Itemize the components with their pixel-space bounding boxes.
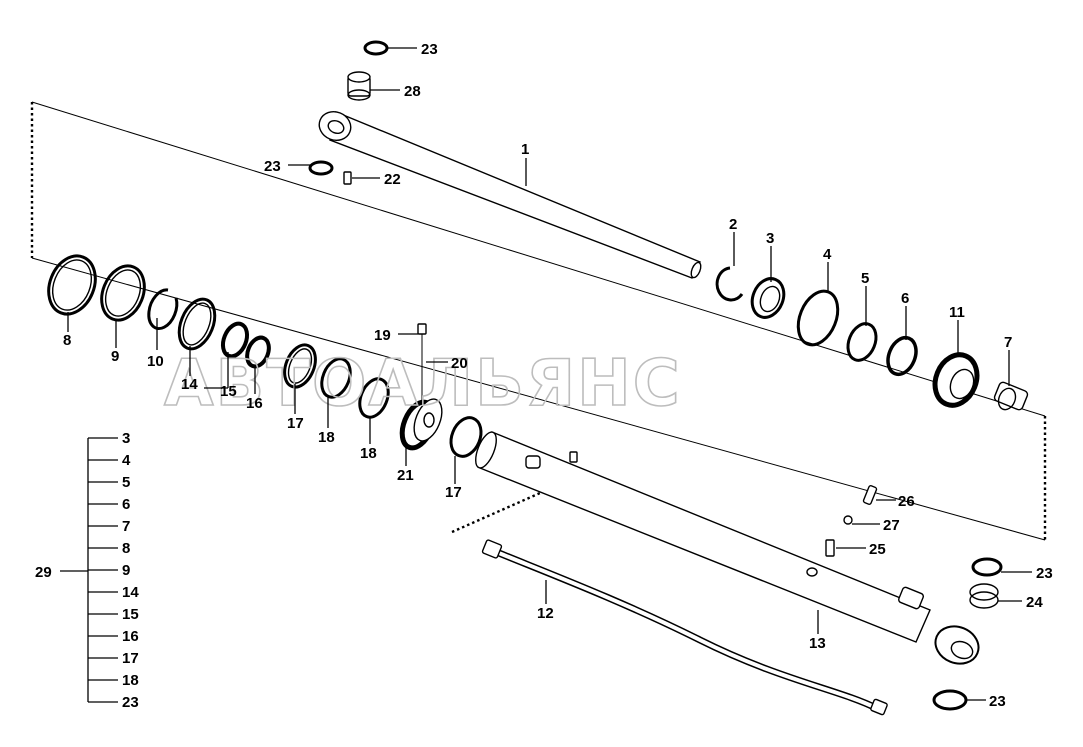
callout-12: 12 [537,605,554,622]
callout-3: 3 [766,230,774,247]
piston [399,398,443,451]
callout-23-eye-bottom: 23 [989,693,1006,710]
kit-item-label: 8 [122,540,130,557]
watermark: АВТОАЛЬЯНС [164,347,682,421]
callout-16: 16 [246,395,263,412]
callout-26: 26 [898,493,915,510]
callout-6: 6 [901,290,909,307]
kit-item-label: 14 [122,584,139,601]
callout-14: 14 [181,376,198,393]
callout-23-top: 23 [421,41,438,58]
kit-item-label: 6 [122,496,130,513]
kit-item-label: 15 [122,606,139,623]
rod-eye-bushing [347,71,371,101]
kit-item-list: 3 4 5 6 7 8 9 14 15 16 17 18 23 [88,430,139,711]
o-ring-eye-bottom [932,689,968,711]
pipe-clamp [806,485,878,577]
callout-labels: 23 28 23 22 1 2 3 4 5 6 11 7 8 9 10 14 1… [63,41,1053,710]
callout-9: 9 [111,348,119,365]
callout-20: 20 [451,355,468,372]
callout-1: 1 [521,141,529,158]
o-ring-top [363,40,389,56]
callout-17-right: 17 [445,484,462,501]
callout-22: 22 [384,171,401,188]
callout-24: 24 [1026,594,1043,611]
callout-28: 28 [404,83,421,100]
callout-2: 2 [729,216,737,233]
kit-item-label: 9 [122,562,130,579]
callout-17-left: 17 [287,415,304,432]
hydraulic-pipe [481,539,888,716]
eye-bushing [969,583,999,609]
callout-18-right: 18 [360,445,377,462]
kit-item-label: 17 [122,650,139,667]
kit-item-label: 23 [122,694,139,711]
callout-23-eye-top: 23 [1036,565,1053,582]
callout-19: 19 [374,327,391,344]
o-ring-rod-bottom [308,160,334,176]
o-ring-eye-top [971,557,1003,577]
kit-item-label: 16 [122,628,139,645]
callout-23-rod: 23 [264,158,281,175]
seal-ring-set-left [47,254,483,458]
kit-item-label: 5 [122,474,130,491]
kit-item-label: 4 [122,452,131,469]
kit-label: 29 [35,564,52,581]
callout-leaders [67,47,1032,701]
callout-8: 8 [63,332,71,349]
kit-item-label: 3 [122,430,130,447]
kit-item-label: 18 [122,672,139,689]
callout-15: 15 [220,383,237,400]
callout-4: 4 [823,246,832,263]
kit-item-label: 7 [122,518,130,535]
seal-kit-bracket: 29 3 4 5 6 7 8 9 14 15 16 17 18 23 [35,430,139,711]
callout-10: 10 [147,353,164,370]
assembly-guide-lines [30,101,1047,541]
seal-ring-set-right [715,266,1029,411]
callout-27: 27 [883,517,900,534]
callout-5: 5 [861,270,869,287]
piston-rod [318,111,702,279]
callout-13: 13 [809,635,826,652]
callout-11: 11 [949,304,965,321]
cylinder-barrel [475,431,980,665]
callout-7: 7 [1004,334,1012,351]
callout-21: 21 [397,467,414,484]
callout-25: 25 [869,541,886,558]
grease-nipple [343,171,352,185]
callout-18-left: 18 [318,429,335,446]
set-screw [417,323,427,335]
